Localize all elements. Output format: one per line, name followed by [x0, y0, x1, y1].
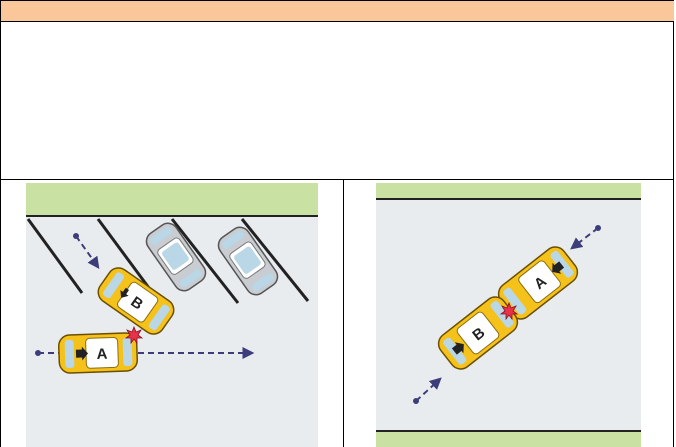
- parking-lot-diagram: B A: [26, 183, 318, 447]
- car-a-label: A: [96, 346, 108, 363]
- parking-lot-scene: B A: [26, 183, 318, 447]
- parked-car-1: [145, 222, 207, 292]
- top-text-box: [0, 0, 674, 180]
- car-b: B: [437, 296, 519, 370]
- arrow-icon: [120, 287, 130, 298]
- head-on-diagram: A B: [376, 183, 641, 447]
- car-a-path-start: [595, 225, 601, 231]
- car-b-path: [415, 377, 442, 402]
- arrow-icon: [451, 342, 464, 355]
- parked-car-2: [217, 226, 279, 296]
- grass-strip: [26, 183, 318, 216]
- arrow-icon: [552, 261, 565, 274]
- head-on-scene: A B: [376, 183, 641, 447]
- car-b: B: [97, 267, 175, 335]
- arrow-icon: [75, 346, 89, 361]
- diagram-row: [0, 180, 674, 447]
- header-band: [1, 1, 674, 22]
- starburst-icon: [499, 301, 519, 321]
- car-a: A: [57, 332, 139, 374]
- car-b-path: [75, 235, 100, 269]
- car-a: A: [497, 246, 579, 320]
- car-a-path-start: [35, 350, 41, 356]
- car-b-path-start: [73, 233, 79, 239]
- car-b-path-start: [413, 398, 419, 404]
- starburst-icon: [124, 325, 144, 345]
- grass-strip-top: [376, 183, 641, 198]
- grass-strip-bottom: [376, 432, 641, 447]
- column-divider: [343, 180, 344, 447]
- car-a-path: [570, 227, 599, 250]
